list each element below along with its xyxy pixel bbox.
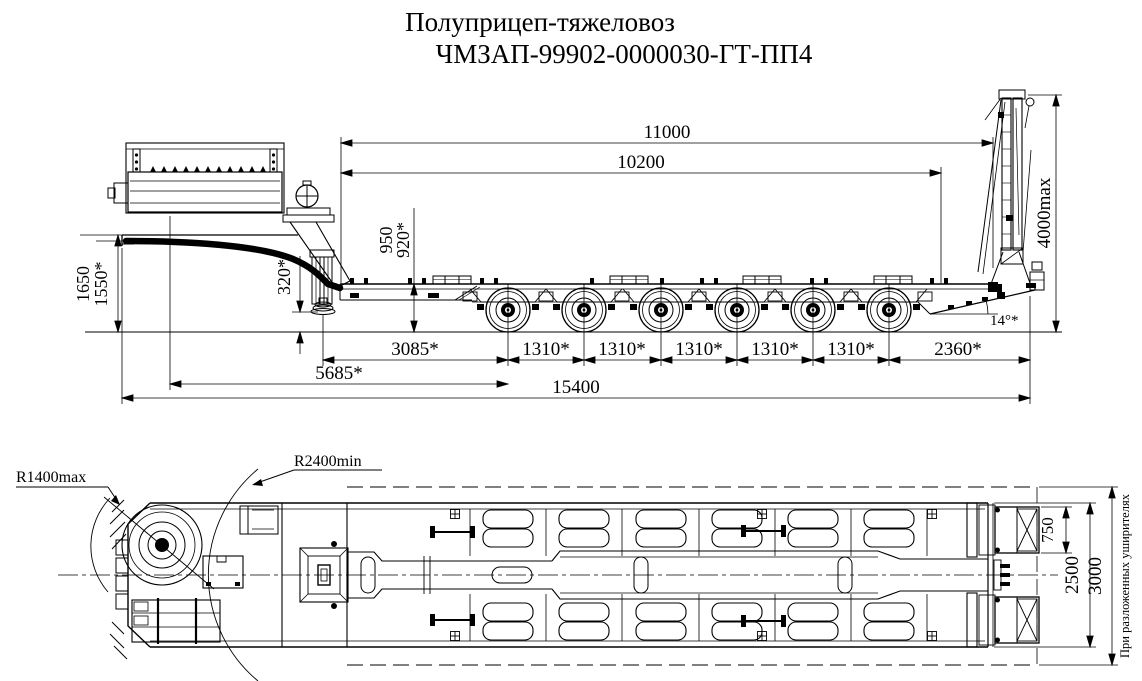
dim-axle-spacing-4: 1310*	[751, 339, 799, 360]
side-gooseneck	[121, 180, 351, 315]
note-wideners: При разложенных уширителях	[1118, 493, 1132, 658]
dim-axle-spacing-1: 1310*	[522, 339, 570, 360]
side-rear-ramp	[977, 89, 1045, 299]
dim-kingpin-clearance: 320*	[274, 259, 294, 295]
side-wheels	[485, 287, 912, 333]
dim-overall-length: 15400	[552, 377, 600, 398]
label-swing-radius: R2400min	[294, 453, 362, 470]
suspension-hangers	[462, 291, 933, 302]
plan-dimension-texts: 750 2500 3000 При разложенных уширителях	[1038, 493, 1132, 658]
deck-fittings	[350, 278, 948, 284]
dim-deck-height: 950	[376, 227, 396, 254]
dim-ramp-width: 750	[1038, 517, 1057, 543]
dim-front-height-alt: 1550*	[91, 262, 111, 307]
plan-tiedowns	[430, 525, 786, 627]
side-view: 11000 10200 4000max 1650 1550* 950 920* …	[73, 89, 1062, 404]
plan-axles	[430, 509, 937, 641]
dim-rear-angle: 14°*	[990, 313, 1019, 329]
plan-frame	[109, 499, 994, 660]
plan-gooseneck-equipment	[103, 496, 349, 644]
plan-spine	[347, 550, 988, 600]
dim-front-height: 1650	[73, 266, 93, 302]
label-front-radius: R1400max	[16, 469, 86, 486]
dim-widened-width: 3000	[1085, 557, 1106, 595]
dim-ramp-height: 4000max	[1034, 177, 1055, 248]
dim-axle-spacing-5: 1310*	[827, 339, 875, 360]
plan-radius-marks: R1400max R2400min	[16, 453, 382, 681]
side-dimension-lines	[80, 94, 1062, 404]
dim-deck-length: 10200	[617, 152, 665, 173]
title-block: Полуприцеп-тяжеловоз ЧМЗАП-99902-0000030…	[405, 7, 813, 69]
dim-frame-width: 2500	[1062, 556, 1083, 594]
plan-dimension-lines	[994, 486, 1118, 666]
side-dimension-texts: 11000 10200 4000max 1650 1550* 950 920* …	[73, 122, 1055, 398]
dim-deck-height-alt: 920*	[393, 222, 413, 258]
title-line2: ЧМЗАП-99902-0000030-ГТ-ПП4	[436, 39, 813, 69]
dim-kingpin-to-axle1: 3085*	[391, 339, 439, 360]
plan-view: R1400max R2400min	[16, 453, 1132, 681]
side-platform	[339, 275, 1036, 315]
dim-rear-overhang: 2360*	[934, 339, 982, 360]
dim-front-to-axle1: 5685*	[315, 363, 363, 384]
dim-axle-spacing-3: 1310*	[675, 339, 723, 360]
plan-rear-ramps	[966, 502, 1040, 648]
dim-platform-length: 11000	[644, 122, 691, 143]
title-line1: Полуприцеп-тяжеловоз	[405, 7, 675, 37]
dim-axle-spacing-2: 1310*	[598, 339, 646, 360]
side-equipment-box	[107, 142, 285, 214]
